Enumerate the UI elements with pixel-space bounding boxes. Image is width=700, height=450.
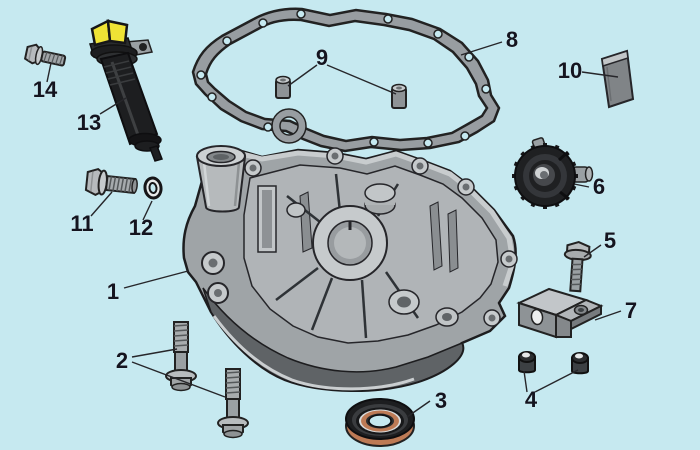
callout-10[interactable]: 10 xyxy=(557,58,583,83)
callout-8[interactable]: 8 xyxy=(505,27,519,52)
part-hex-bolt xyxy=(84,167,138,197)
callout-3[interactable]: 3 xyxy=(434,388,448,413)
callout-4[interactable]: 4 xyxy=(524,387,538,412)
leader-lines xyxy=(46,41,622,418)
callout-14[interactable]: 14 xyxy=(32,77,58,102)
callout-2[interactable]: 2 xyxy=(115,348,129,373)
part-dome-nut-pair xyxy=(518,351,589,375)
callout-12[interactable]: 12 xyxy=(128,215,154,240)
part-pad-plate xyxy=(600,49,635,109)
callout-6[interactable]: 6 xyxy=(592,174,606,199)
callout-11[interactable]: 11 xyxy=(70,211,94,236)
callout-5[interactable]: 5 xyxy=(603,228,617,253)
callout-9[interactable]: 9 xyxy=(315,45,329,70)
part-governor-gear xyxy=(512,137,594,209)
callout-7[interactable]: 7 xyxy=(624,298,638,323)
part-flange-bolt xyxy=(563,240,592,293)
part-crankcase-cover xyxy=(182,145,518,392)
part-anchor-bracket xyxy=(516,287,604,339)
part-flange-bolt-pair xyxy=(165,321,249,439)
part-cover-gasket xyxy=(191,7,501,153)
part-sealing-washer xyxy=(143,176,163,200)
part-oil-dipstick xyxy=(89,19,163,162)
part-dowel-pin-pair xyxy=(275,75,407,109)
part-oil-seal xyxy=(345,398,415,447)
part-hex-bolt-small xyxy=(23,43,67,67)
callout-13[interactable]: 13 xyxy=(76,110,102,135)
callout-1[interactable]: 1 xyxy=(106,279,120,304)
